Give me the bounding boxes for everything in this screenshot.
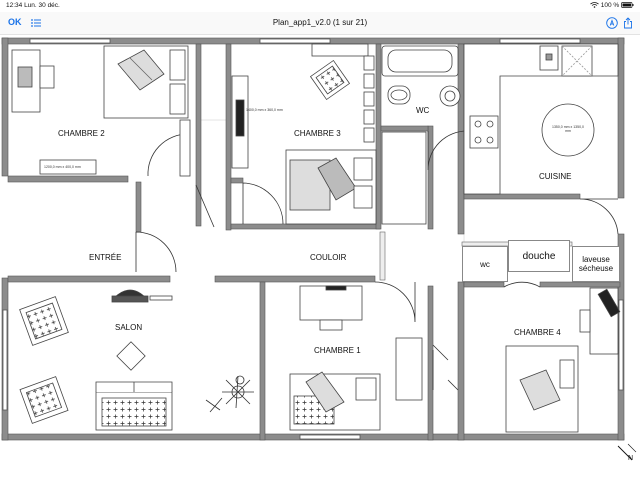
chambre-1-furniture: [289, 285, 423, 431]
status-right: 100 %: [590, 2, 634, 9]
chambre-3-furniture: [231, 43, 377, 225]
floor-plan[interactable]: [0, 34, 640, 480]
room-label-chambre-4: CHAMBRE 4: [514, 328, 561, 337]
annotation-wc[interactable]: wc: [462, 246, 508, 282]
annotation-douche[interactable]: douche: [508, 240, 570, 272]
share-icon[interactable]: [622, 16, 634, 29]
ok-button[interactable]: OK: [8, 17, 22, 27]
dimension-chambre-2-table: 1200,0 mm x 400,0 mm: [44, 165, 81, 169]
navigation-bar: OK Plan_app1_v2.0 (1 sur 21): [0, 12, 640, 35]
north-compass: [617, 443, 637, 461]
status-time-date: 12:34 Lun. 30 déc.: [6, 2, 60, 9]
room-label-wc: WC: [416, 106, 430, 115]
compass-north-label: N: [628, 455, 634, 462]
marker-pen-icon[interactable]: [606, 16, 618, 29]
room-label-salon: SALON: [115, 323, 143, 332]
room-label-couloir: COULOIR: [310, 253, 347, 262]
annotation-laveuse-secheuse[interactable]: laveuse sécheuse: [572, 246, 620, 282]
chambre-4-furniture: [505, 287, 621, 433]
dimension-chambre-3-table: 1400,0 mm x 360,0 mm: [246, 108, 283, 112]
status-bar: 12:34 Lun. 30 déc. 100 %: [0, 0, 640, 12]
room-label-chambre-2: CHAMBRE 2: [58, 129, 105, 138]
cuisine-furniture: [463, 43, 619, 195]
salon-furniture: [19, 289, 254, 431]
chambre-2-furniture: [11, 45, 191, 177]
list-icon[interactable]: [30, 16, 42, 28]
wifi-icon: [590, 2, 601, 9]
dimension-cuisine-table-text: 1350,0 mm x 1350,0 mm: [552, 125, 584, 133]
room-label-chambre-3: CHAMBRE 3: [294, 129, 341, 138]
document-title: Plan_app1_v2.0 (1 sur 21): [272, 18, 368, 27]
room-label-chambre-1: CHAMBRE 1: [314, 346, 361, 355]
battery-percentage: 100 %: [600, 2, 620, 9]
dimension-cuisine-table: 1350,0 mm x 1350,0 mm: [550, 125, 586, 133]
room-label-entree: ENTRÉE: [89, 253, 122, 262]
windows: [2, 38, 624, 440]
room-label-cuisine: CUISINE: [539, 172, 572, 181]
battery-icon: [621, 2, 634, 9]
bathroom-fixtures: [381, 45, 461, 225]
